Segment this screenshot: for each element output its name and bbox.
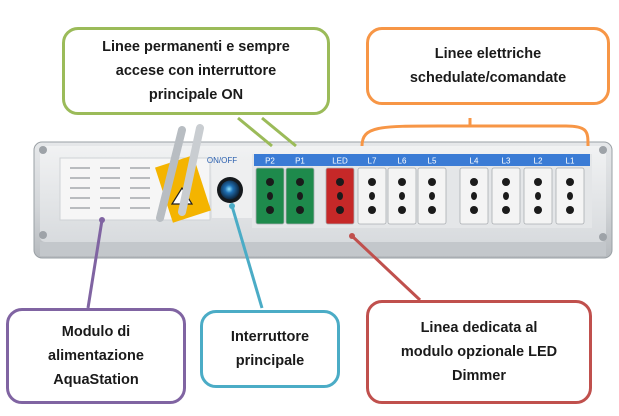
socket-hole bbox=[336, 206, 344, 214]
socket-hole bbox=[534, 206, 542, 214]
connector-power-module bbox=[86, 219, 104, 309]
callout-connectors bbox=[86, 116, 590, 309]
socket-hole bbox=[296, 178, 304, 186]
callout-line: principale ON bbox=[148, 87, 244, 103]
socket-hole bbox=[428, 206, 436, 214]
socket-hole bbox=[399, 192, 405, 200]
callout-line: Dimmer bbox=[452, 368, 506, 384]
callout-main-switch: Interruttore principale bbox=[200, 310, 340, 388]
socket-hole bbox=[266, 178, 274, 186]
socket-l4: L4 bbox=[459, 157, 489, 225]
callout-line: modulo opzionale LED bbox=[400, 344, 558, 360]
socket-p2: P2 bbox=[255, 157, 285, 225]
socket-hole bbox=[502, 206, 510, 214]
socket-p1: P1 bbox=[285, 157, 315, 225]
socket-label: L6 bbox=[398, 157, 407, 166]
socket-hole bbox=[429, 192, 435, 200]
vent-slots bbox=[70, 167, 150, 209]
socket-l3: L3 bbox=[491, 157, 521, 225]
socket-hole bbox=[567, 192, 573, 200]
socket-label: L5 bbox=[428, 157, 437, 166]
socket-hole bbox=[470, 206, 478, 214]
socket-led: LED bbox=[325, 157, 355, 225]
socket-hole bbox=[368, 206, 376, 214]
callout-permanent-lines: Linee permanenti e sempre accese con int… bbox=[62, 27, 330, 115]
callout-line: Interruttore bbox=[230, 329, 310, 345]
socket-hole bbox=[368, 178, 376, 186]
callout-line: Modulo di bbox=[61, 324, 131, 340]
callout-line: alimentazione bbox=[48, 348, 144, 364]
main-switch[interactable]: ON/OFF bbox=[207, 156, 252, 218]
socket-hole bbox=[566, 178, 574, 186]
callout-line: principale bbox=[235, 353, 305, 369]
callout-line: Linee elettriche bbox=[434, 46, 542, 62]
socket-hole bbox=[337, 192, 343, 200]
power-supply-module bbox=[59, 124, 211, 223]
socket-hole bbox=[369, 192, 375, 200]
socket-hole bbox=[398, 206, 406, 214]
callout-line: Linee permanenti e sempre bbox=[102, 39, 290, 55]
callout-line: schedulate/comandate bbox=[409, 70, 567, 86]
screw bbox=[39, 146, 47, 154]
sockets-group: P2 P1 LED L7 L6 L5 L4 L3 L2 L1 bbox=[255, 157, 585, 225]
connector-permanent bbox=[237, 116, 297, 148]
callout-line: AquaStation bbox=[53, 372, 139, 388]
socket-hole bbox=[503, 192, 509, 200]
connector-led-line bbox=[350, 234, 422, 302]
socket-label: L2 bbox=[534, 157, 543, 166]
callout-power-module: Modulo di alimentazione AquaStation bbox=[6, 308, 186, 404]
socket-label: P2 bbox=[265, 157, 275, 166]
socket-hole bbox=[471, 192, 477, 200]
socket-hole bbox=[296, 206, 304, 214]
label-strip bbox=[254, 154, 590, 166]
socket-hole bbox=[297, 192, 303, 200]
socket-hole bbox=[566, 206, 574, 214]
socket-label: L4 bbox=[470, 157, 479, 166]
screw bbox=[599, 233, 607, 241]
screw bbox=[599, 146, 607, 154]
socket-hole bbox=[502, 178, 510, 186]
socket-hole bbox=[428, 178, 436, 186]
socket-hole bbox=[266, 206, 274, 214]
connector-main-switch bbox=[230, 205, 264, 309]
socket-hole bbox=[470, 178, 478, 186]
socket-label: L7 bbox=[368, 157, 377, 166]
socket-l5: L5 bbox=[417, 157, 447, 225]
socket-hole bbox=[535, 192, 541, 200]
socket-l1: L1 bbox=[555, 157, 585, 225]
socket-l7: L7 bbox=[357, 157, 387, 225]
socket-label: L3 bbox=[502, 157, 511, 166]
socket-label: L1 bbox=[566, 157, 575, 166]
callout-line: accese con interruttore bbox=[115, 63, 277, 79]
socket-label: LED bbox=[332, 157, 348, 166]
callout-led-line: Linea dedicata al modulo opzionale LED D… bbox=[366, 300, 592, 404]
socket-hole bbox=[267, 192, 273, 200]
socket-l6: L6 bbox=[387, 157, 417, 225]
socket-l2: L2 bbox=[523, 157, 553, 225]
connector-scheduled bbox=[360, 118, 590, 147]
socket-hole bbox=[336, 178, 344, 186]
callout-line: Linea dedicata al bbox=[420, 320, 538, 336]
socket-label: P1 bbox=[295, 157, 305, 166]
callout-scheduled-lines: Linee elettriche schedulate/comandate bbox=[366, 27, 610, 105]
socket-hole bbox=[398, 178, 406, 186]
screw bbox=[39, 231, 47, 239]
switch-label: ON/OFF bbox=[207, 156, 237, 165]
socket-hole bbox=[534, 178, 542, 186]
